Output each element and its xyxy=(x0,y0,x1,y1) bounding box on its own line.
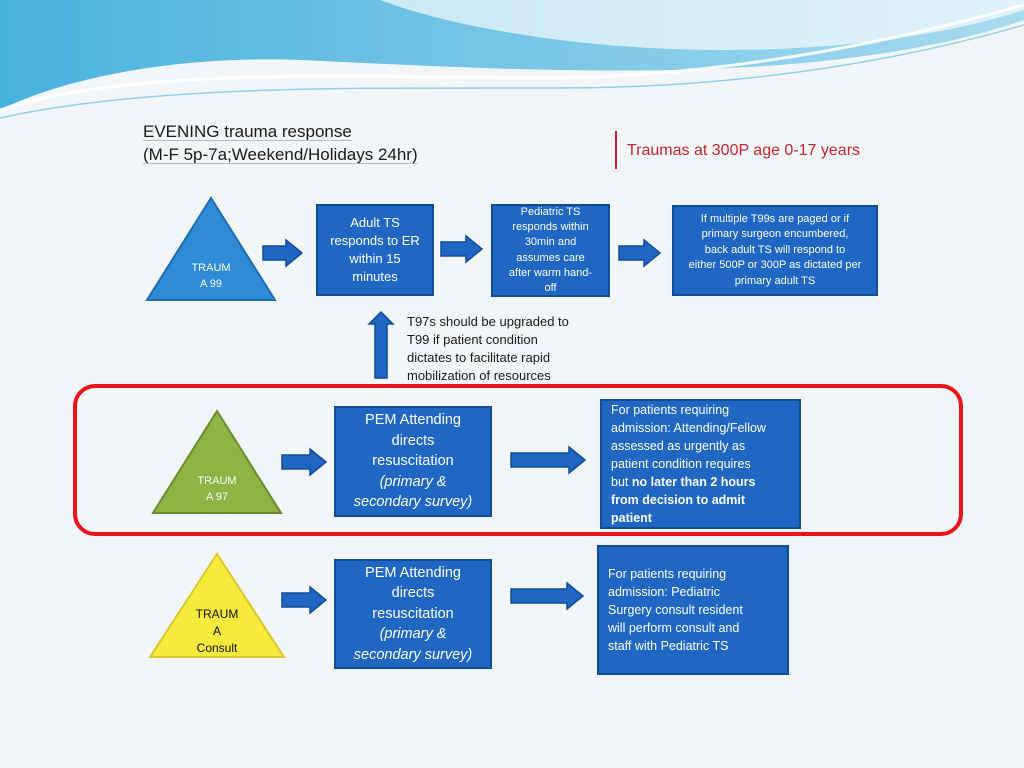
admission-consult-box: For patients requiring admission: Pediat… xyxy=(597,545,789,675)
pem-attending-box-t97: PEM Attending directs resuscitation (pri… xyxy=(334,406,492,517)
subtitle-divider xyxy=(615,131,617,169)
pediatric-ts-box: Pediatric TS responds within 30min and a… xyxy=(491,204,610,297)
admission-attending-box: For patients requiring admission: Attend… xyxy=(600,399,801,529)
trauma99-triangle xyxy=(145,196,277,301)
trauma99-label: TRAUM A 99 xyxy=(191,262,231,290)
arrow-right-icon xyxy=(618,238,662,268)
title-line-1: EVENING trauma response xyxy=(143,122,352,141)
deadline-line: but no later than 2 hours xyxy=(611,475,756,489)
arrow-right-icon xyxy=(281,585,328,615)
trauma-consult-triangle xyxy=(148,552,286,658)
arrow-right-icon xyxy=(281,447,328,477)
adult-ts-box: Adult TS responds to ER within 15 minute… xyxy=(316,204,434,296)
header-wave-decoration xyxy=(0,0,1024,119)
title-line-2: (M-F 5p-7a;Weekend/Holidays 24hr) xyxy=(143,145,418,164)
subtitle: Traumas at 300P age 0-17 years xyxy=(627,142,861,159)
trauma97-label: TRAUM A 97 xyxy=(197,475,237,503)
trauma97-triangle xyxy=(151,409,283,514)
arrow-right-icon xyxy=(440,234,484,264)
page-title: EVENING trauma response (M-F 5p-7a;Weeke… xyxy=(143,120,418,166)
arrow-right-icon xyxy=(262,238,304,268)
arrow-right-icon xyxy=(510,581,585,611)
highlight-frame xyxy=(73,384,963,536)
multiple-t99-box: If multiple T99s are paged or if primary… xyxy=(672,205,878,296)
pem-attending-box-consult: PEM Attending directs resuscitation (pri… xyxy=(334,559,492,669)
upgrade-note: T97s should be upgraded to T99 if patien… xyxy=(407,314,569,383)
arrow-up-icon xyxy=(367,310,395,379)
trauma-consult-label: TRAUM A Consult xyxy=(195,607,239,655)
arrow-right-icon xyxy=(510,445,587,475)
